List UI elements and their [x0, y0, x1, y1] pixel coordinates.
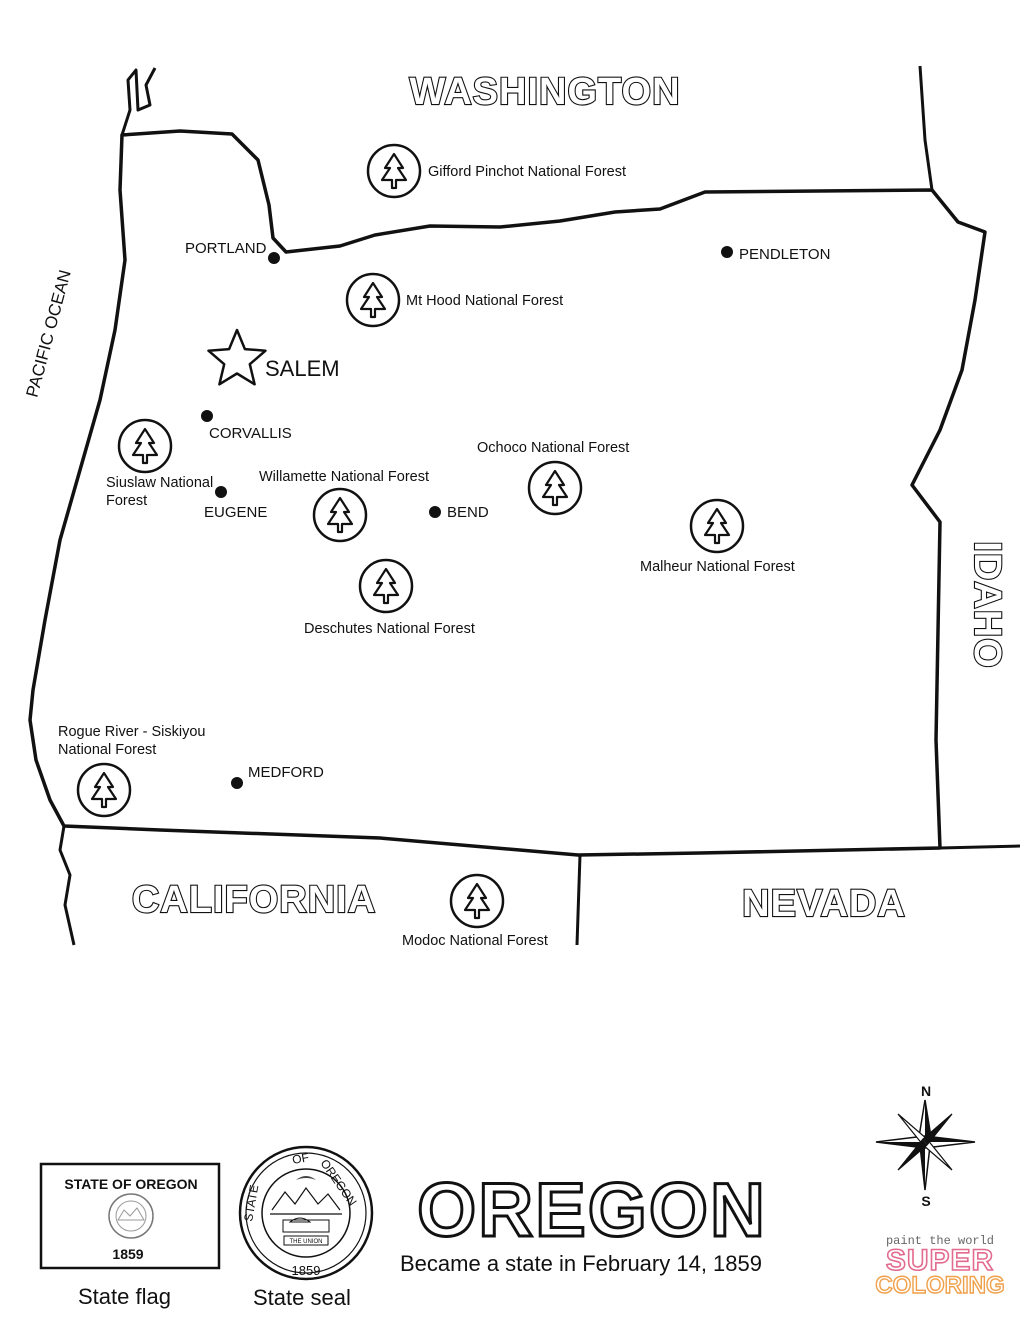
label-california: CALIFORNIA — [132, 879, 376, 921]
state-seal: STATE OF OREGON 1859 THE UNION — [238, 1145, 374, 1281]
seal-text-state: STATE — [241, 1184, 261, 1223]
capital-star-icon — [207, 328, 267, 386]
city-dot-pendleton — [721, 246, 733, 258]
flag-year: 1859 — [112, 1246, 143, 1262]
flag-seal-icon — [108, 1193, 154, 1239]
seal-eagle-icon — [296, 1176, 316, 1180]
tree-icon-mt-hood — [345, 272, 401, 328]
label-willamette: Willamette National Forest — [259, 469, 429, 485]
label-rogue-2: National Forest — [58, 742, 156, 758]
statehood-text: Became a state in February 14, 1859 — [400, 1251, 762, 1276]
tree-icon-malheur — [689, 498, 745, 554]
city-dot-medford — [231, 777, 243, 789]
compass-south: S — [921, 1193, 930, 1209]
label-pacific-ocean: PACIFIC OCEAN — [23, 268, 75, 399]
logo-line1: paint the world — [886, 1234, 994, 1248]
compass-rose-icon: N S — [875, 1083, 976, 1209]
california-nevada-border — [575, 854, 582, 946]
label-malheur: Malheur National Forest — [640, 559, 795, 575]
city-dot-corvallis — [201, 410, 213, 422]
label-idaho: IDAHO — [966, 541, 1008, 668]
seal-wagon-icon — [288, 1217, 312, 1223]
seal-text-of: OF — [291, 1150, 310, 1167]
label-portland: PORTLAND — [185, 240, 267, 257]
seal-year: 1859 — [292, 1263, 321, 1278]
label-nevada: NEVADA — [742, 883, 906, 925]
tree-icon-deschutes — [358, 558, 414, 614]
label-rogue-1: Rogue River - Siskiyou — [58, 724, 205, 740]
label-siuslaw-1: Siuslaw National — [106, 475, 213, 491]
label-salem: SALEM — [265, 356, 340, 381]
label-pendleton: PENDLETON — [739, 246, 830, 263]
label-washington: WASHINGTON — [409, 71, 680, 113]
tree-icon-gifford-pinchot — [366, 143, 422, 199]
washington-coast — [120, 67, 157, 136]
label-modoc: Modoc National Forest — [402, 933, 548, 949]
city-dot-portland — [268, 252, 280, 264]
super-coloring-logo: paint the world SUPER COLORING — [875, 1234, 1006, 1300]
label-bend: BEND — [447, 504, 489, 521]
tree-icon-ochoco — [527, 460, 583, 516]
oregon-border — [28, 129, 987, 857]
state-flag: STATE OF OREGON 1859 — [39, 1162, 221, 1270]
compass-north: N — [921, 1083, 931, 1099]
label-gifford-pinchot: Gifford Pinchot National Forest — [428, 164, 626, 180]
city-dot-eugene — [215, 486, 227, 498]
label-ochoco: Ochoco National Forest — [477, 440, 629, 456]
tree-icon-siuslaw — [117, 418, 173, 474]
california-coast — [58, 825, 76, 946]
label-siuslaw-2: Forest — [106, 493, 147, 509]
logo-line3: COLORING — [875, 1272, 1004, 1299]
seal-mountains-icon — [271, 1186, 341, 1211]
tree-icon-modoc — [449, 873, 505, 929]
label-deschutes: Deschutes National Forest — [304, 621, 475, 637]
tree-icon-willamette — [312, 487, 368, 543]
city-dot-bend — [429, 506, 441, 518]
flag-title: STATE OF OREGON — [64, 1176, 197, 1192]
logo-line2: SUPER — [886, 1244, 994, 1277]
nevada-idaho-border — [939, 844, 1020, 850]
seal-caption: State seal — [253, 1285, 351, 1310]
label-eugene: EUGENE — [204, 504, 267, 521]
tree-icon-rogue-river-siskiyou — [76, 762, 132, 818]
flag-caption: State flag — [78, 1284, 171, 1309]
label-mt-hood: Mt Hood National Forest — [406, 293, 563, 309]
state-name: OREGON — [417, 1168, 767, 1253]
idaho-north-border — [918, 65, 934, 191]
label-corvallis: CORVALLIS — [209, 425, 292, 442]
label-medford: MEDFORD — [248, 764, 324, 781]
seal-banner: THE UNION — [290, 1239, 323, 1245]
